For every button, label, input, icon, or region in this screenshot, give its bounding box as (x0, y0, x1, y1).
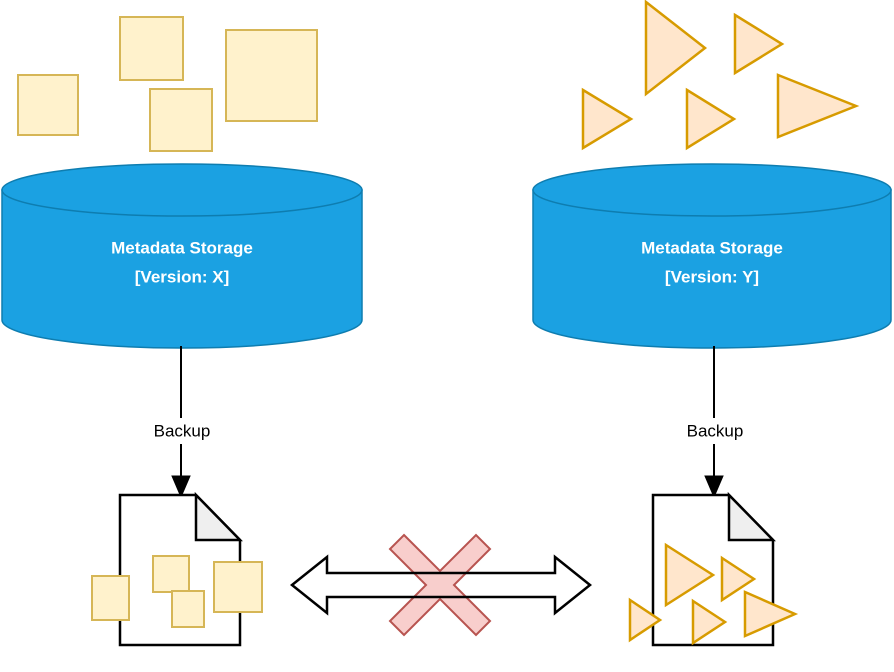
cylinder-body (532, 189, 892, 349)
document-square (171, 590, 205, 628)
left-backup-document[interactable] (91, 491, 263, 647)
document-triangle (691, 598, 728, 646)
document-fold-corner-icon (727, 491, 776, 542)
floating-triangle (733, 12, 785, 76)
floating-square (17, 74, 79, 136)
storage-label-line1: Metadata Storage (641, 238, 783, 257)
backup-label: Backup (687, 421, 744, 440)
document-triangle (743, 590, 799, 638)
cylinder-body (1, 189, 363, 349)
floating-square (149, 88, 213, 152)
floating-triangle (644, 0, 708, 97)
backup-label-backdrop (675, 418, 755, 444)
storage-label-line2: [Version: Y] (665, 267, 759, 286)
bidirectional-arrow (289, 554, 593, 616)
right-backup-arrow: Backup (675, 346, 755, 499)
backup-arrow-head (704, 475, 724, 499)
document-square (152, 555, 190, 593)
cylinder-top (1, 163, 363, 217)
document-square (91, 575, 130, 621)
double-headed-arrow-shape (289, 554, 593, 616)
left-backup-arrow: Backup (142, 346, 222, 499)
floating-square (119, 16, 184, 81)
left-floating-squares-group (17, 16, 318, 152)
document-square-items-group (91, 555, 263, 628)
incompatible-cross-icon (388, 533, 492, 637)
metadata-storage-y-cylinder[interactable]: Metadata Storage [Version: Y] (532, 163, 892, 349)
document-triangle (664, 542, 716, 608)
floating-triangle (685, 87, 737, 151)
document-triangle (628, 597, 663, 643)
right-backup-document[interactable] (628, 491, 799, 647)
backup-arrow-head (171, 475, 191, 499)
right-floating-triangles-group (581, 0, 860, 151)
floating-triangle (581, 87, 634, 151)
metadata-storage-x-cylinder[interactable]: Metadata Storage [Version: X] (1, 163, 363, 349)
backup-label: Backup (154, 421, 211, 440)
storage-label-line2: [Version: X] (135, 267, 229, 286)
document-square (213, 561, 263, 613)
cross-shape (388, 533, 492, 637)
cylinder-top (532, 163, 892, 217)
storage-label-line1: Metadata Storage (111, 238, 253, 257)
document-triangle (720, 555, 757, 603)
floating-square (225, 29, 318, 122)
floating-triangle (776, 73, 860, 139)
document-triangle-items-group (628, 542, 799, 646)
document-fold-corner-icon (194, 491, 243, 542)
backup-label-backdrop (142, 418, 222, 444)
